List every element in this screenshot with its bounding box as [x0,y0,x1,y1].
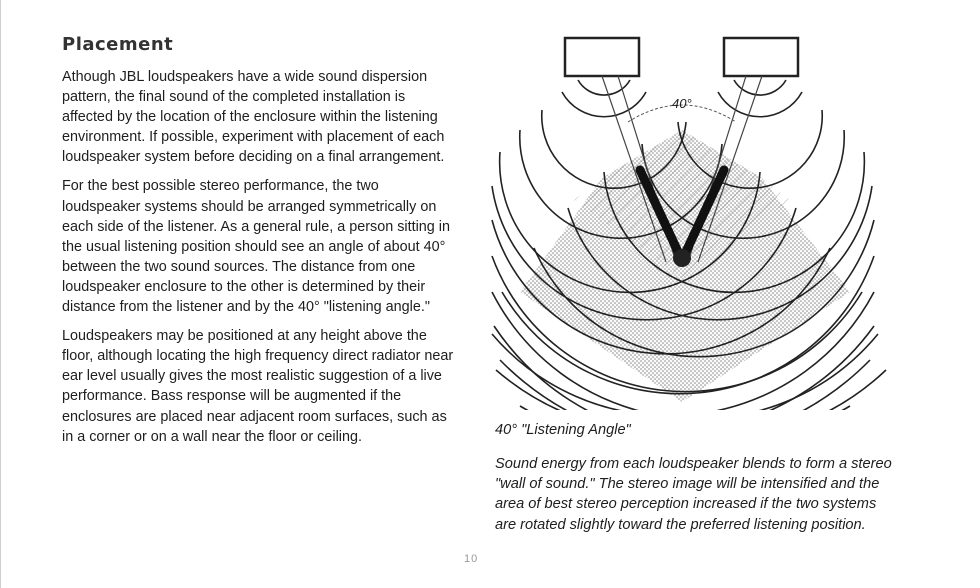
left-speaker-waves [491,79,887,410]
page-number: 10 [464,553,479,565]
angle-label: 40° [672,96,692,111]
section-heading: Placement [62,34,174,55]
figure-caption: 40° "Listening Angle" Sound energy from … [495,420,895,535]
listening-angle-diagram: 40° [490,30,910,410]
paragraph-dispersion: Athough JBL loudspeakers have a wide sou… [62,69,445,166]
text-column: Placement Athough JBL loudspeakers have … [62,34,454,457]
listener-head [673,249,691,267]
left-speaker [563,36,641,78]
right-speaker [722,36,800,78]
page-edge-rule [0,0,1,588]
paragraph-stereo-angle: For the best possible stereo performance… [62,178,450,316]
right-speaker-waves [491,79,875,410]
stereo-core-area [574,130,790,278]
caption-body: Sound energy from each loudspeaker blend… [495,456,892,533]
angle-arc [627,104,737,123]
sight-lines [635,165,729,261]
caption-title: 40° "Listening Angle" [495,422,631,438]
paragraph-height: Loudspeakers may be positioned at any he… [62,328,454,445]
